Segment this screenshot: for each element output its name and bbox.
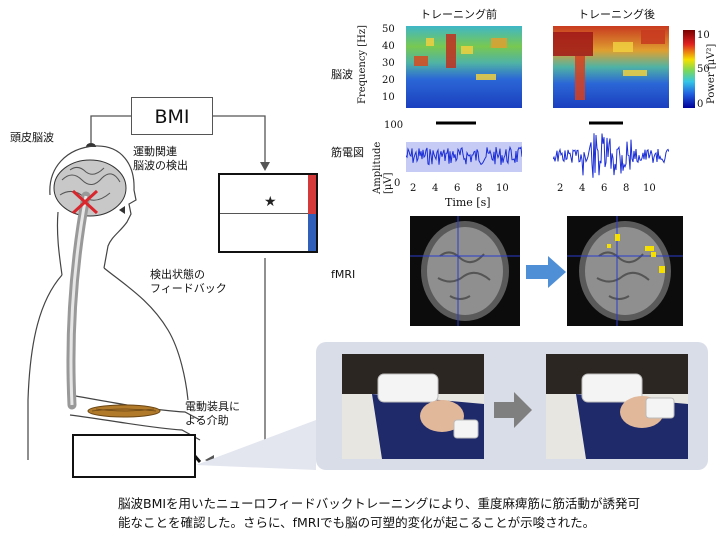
colorbar-tick-bottom: 0 [697,99,704,110]
figure-caption: 脳波BMIを用いたニューロフィードバックトレーニングにより、重度麻痺筋に筋活動が… [118,496,641,530]
time-axis-label: Time [s] [445,196,491,209]
photo-arrow-icon [494,392,532,428]
colorbar-tick-top: 10 [697,30,710,41]
spectrogram-before-hotspots [414,34,507,80]
fmri-activation-spots [607,234,665,273]
brain-illustration [53,159,127,217]
scalp-eeg-label: 頭皮脳波 [10,131,54,144]
device-label: 電動装具に よる介助 [185,400,240,427]
emg-before [406,121,522,172]
row-label-fmri: fMRI [331,268,356,281]
colorbar-tick-mid: 50 [697,64,710,75]
orthosis-photo-2 [546,354,688,459]
motor-eeg-detect-label: 運動関連 脳波の検出 [133,145,188,172]
lesion-mark-icon [71,189,99,215]
fmri-before [410,216,520,326]
forearm-muscle-icon [87,404,161,418]
spectrogram-after [553,26,669,108]
time-ticks-after: 2 4 6 8 10 [557,183,656,194]
before-title: トレーニング前 [420,8,497,21]
fmri-after [567,216,683,326]
row-label-eeg: 脳波 [331,68,353,81]
arrow-to-monitor [260,162,270,171]
colorbar [683,30,695,108]
fmri-arrow-icon [526,256,566,288]
emg-ytick-top: 100 [384,120,404,131]
orthosis-photo-panel [316,342,708,470]
feedback-label: 検出状態の フィードバック [150,268,227,295]
emg-after [553,121,669,178]
after-title: トレーニング後 [578,8,655,21]
spectrogram-before [406,26,522,108]
spectrogram-ylabel: Frequency [Hz] [357,24,368,104]
photo-callout-wedge [196,420,316,470]
feedback-bar-red [308,175,316,214]
bmi-box: BMI [131,97,213,135]
feedback-monitor: ★ [218,173,318,253]
time-ticks-before: 2 4 6 8 10 [410,183,509,194]
colorbar-label: Power [μV²] [706,43,717,104]
powered-orthosis-box [72,434,196,478]
orthosis-photo-1 [342,354,484,459]
emg-ytick-bottom: 0 [394,178,401,189]
row-label-emg: 筋電図 [331,146,364,159]
feedback-bar-blue [308,214,316,251]
spectrogram-after-hotspots [553,30,665,100]
star-cursor-icon: ★ [264,194,277,210]
emg-ylabel: Amplitude [μV] [372,141,394,194]
